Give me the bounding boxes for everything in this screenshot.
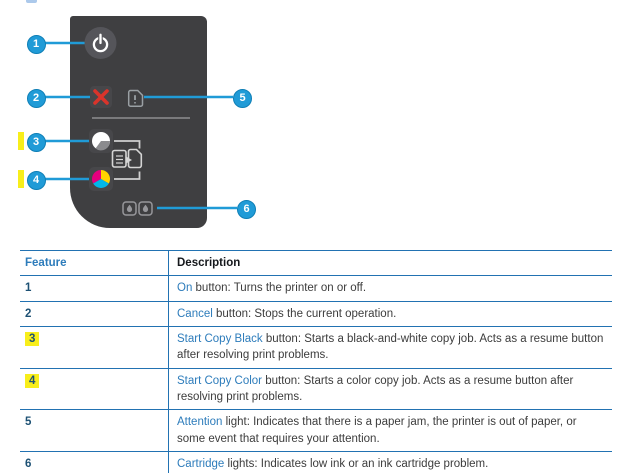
table-header-row: Feature Description	[20, 251, 612, 277]
feature-description: button: Turns the printer on or off.	[192, 282, 367, 295]
cancel-x-icon	[90, 86, 112, 108]
feature-number: 2	[25, 307, 32, 320]
feature-number: 3	[25, 331, 40, 346]
feature-term: Cartridge	[177, 457, 225, 470]
callout-1: 1	[26, 34, 46, 54]
attention-light-icon	[127, 89, 144, 108]
description-cell: Cartridge lights: Indicates low ink or a…	[168, 451, 612, 473]
start-copy-black-icon	[89, 129, 113, 153]
feature-cell: 4	[20, 369, 168, 410]
feature-description: light: Indicates that there is a paper j…	[177, 416, 577, 445]
callout-4: 4	[26, 170, 46, 190]
feature-description: button: Starts a black-and-white copy jo…	[177, 332, 604, 362]
feature-term: Start Copy Color	[177, 374, 263, 387]
feature-description: lights: Indicates low ink or an ink cart…	[224, 457, 489, 470]
table-row: 2 Cancel button: Stops the current opera…	[20, 301, 612, 327]
highlight-marker-3	[18, 132, 24, 150]
feature-term: On	[177, 282, 193, 295]
cropped-figure-mark	[26, 0, 37, 3]
start-copy-color-icon	[89, 167, 113, 191]
description-cell: Attention light: Indicates that there is…	[168, 410, 612, 451]
feature-number: 1	[25, 282, 32, 295]
feature-number: 6	[25, 457, 32, 470]
feature-column-header: Feature	[25, 257, 67, 269]
table-row: 4 Start Copy Color button: Starts a colo…	[20, 368, 612, 411]
callout-3: 3	[26, 132, 46, 152]
control-panel-diagram: 1 2 3 4 5 6	[18, 0, 256, 228]
description-cell: Start Copy Color button: Starts a color …	[168, 368, 612, 410]
feature-cell: 5	[20, 410, 168, 451]
callout-5: 5	[233, 88, 252, 108]
callout-2: 2	[26, 88, 46, 108]
feature-number: 5	[25, 416, 32, 429]
table-row: 3 Start Copy Black button: Starts a blac…	[20, 326, 612, 369]
description-cell: Start Copy Black button: Starts a black-…	[168, 326, 612, 368]
feature-cell: 2	[20, 302, 168, 326]
copy-bracket-lines	[114, 140, 141, 180]
table-row: 6 Cartridge lights: Indicates low ink or…	[20, 451, 612, 473]
table-row: 5 Attention light: Indicates that there …	[20, 410, 612, 452]
feature-table: Feature Description 1 On button: Turns t…	[20, 250, 612, 473]
description-cell: On button: Turns the printer on or off.	[168, 276, 612, 301]
description-column-header: Description	[168, 251, 612, 276]
power-icon	[84, 27, 117, 59]
feature-description: button: Starts a color copy job. Acts as…	[177, 374, 574, 403]
callout-6: 6	[237, 199, 256, 219]
copy-pages-icon	[111, 148, 143, 169]
feature-cell: 6	[20, 452, 168, 473]
feature-term: Cancel	[177, 307, 213, 320]
feature-term: Start Copy Black	[177, 332, 263, 345]
diagram-overlay	[45, 27, 237, 216]
callout-lines	[45, 41, 237, 210]
feature-number: 4	[25, 373, 40, 388]
cartridge-lights-icon	[122, 201, 153, 216]
feature-cell: 3	[20, 327, 168, 368]
feature-cell: 1	[20, 276, 168, 300]
feature-term: Attention	[177, 416, 223, 429]
highlight-marker-4	[18, 170, 24, 188]
description-cell: Cancel button: Stops the current operati…	[168, 301, 612, 326]
feature-description: button: Stops the current operation.	[212, 307, 397, 320]
table-row: 1 On button: Turns the printer on or off…	[20, 276, 612, 302]
